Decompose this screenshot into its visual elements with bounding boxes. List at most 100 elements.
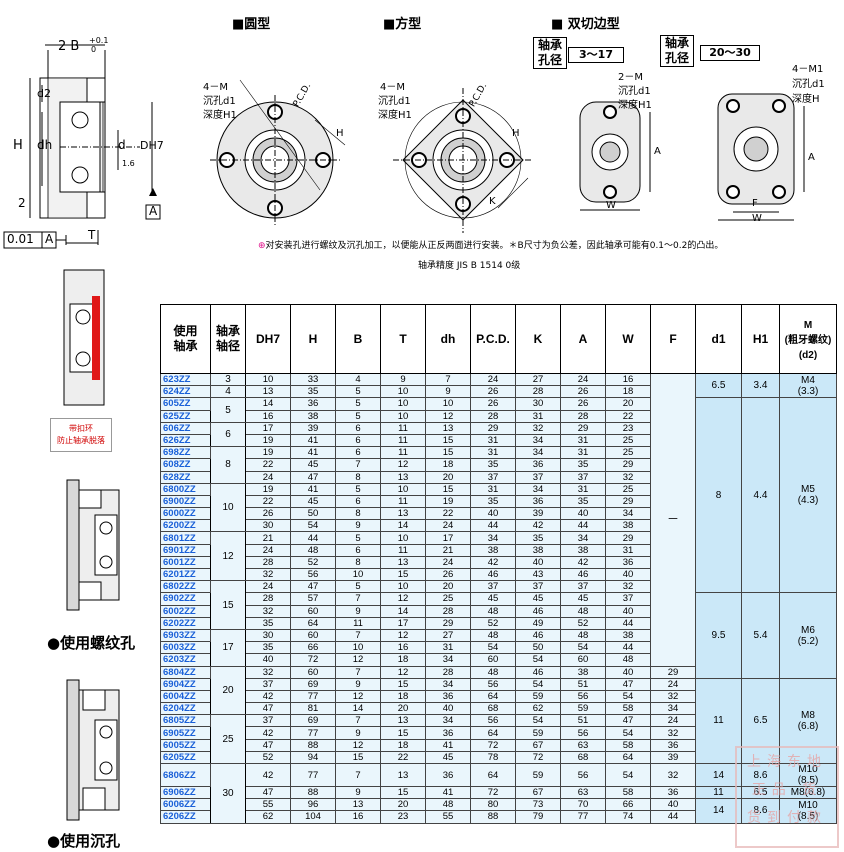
table-cell: 64 (290, 616, 336, 630)
table-cell: 40 (650, 798, 696, 812)
table-cell: 6 (335, 446, 381, 460)
table-cell: 38 (605, 519, 651, 533)
square-d1-label: 沉孔d1 (378, 96, 411, 107)
table-cell: 52 (470, 616, 516, 630)
table-cell: 69 (290, 677, 336, 691)
table-cell: 605ZZ (160, 397, 211, 411)
table-cell: 58 (605, 738, 651, 752)
table-cell: 6901ZZ (160, 543, 211, 557)
col-a: A (560, 304, 606, 374)
table-cell: 52 (245, 750, 291, 765)
table-cell: 35 (560, 458, 606, 472)
col-f: F (650, 304, 696, 374)
col-k: K (515, 304, 561, 374)
table-cell: 6905ZZ (160, 726, 211, 740)
table-cell: 18 (605, 385, 651, 399)
table-cell: 72 (470, 785, 516, 800)
table-cell: 37 (245, 714, 291, 728)
table-cell: 54 (470, 641, 516, 655)
table-cell: 6203ZZ (160, 653, 211, 667)
table-cell: 47 (290, 580, 336, 594)
table-cell: 6006ZZ (160, 798, 211, 812)
table-cell: 24 (470, 372, 516, 387)
table-cell: 94 (290, 750, 336, 765)
table-cell: 23 (605, 421, 651, 435)
table-cell: 7 (335, 592, 381, 606)
table-cell: 21 (425, 543, 471, 557)
table-cell: 68 (470, 702, 516, 716)
table-cell: 68 (560, 750, 606, 765)
table-cell: 77 (290, 726, 336, 740)
table-cell: 7 (335, 714, 381, 728)
table-cell: 15 (380, 726, 426, 740)
table-cell: 64 (470, 689, 516, 704)
dim-b-tol-plus: +0.1 (89, 36, 109, 45)
table-cell: 6002ZZ (160, 604, 211, 618)
table-cell: 35 (245, 641, 291, 655)
table-cell: 8.6 (741, 798, 780, 824)
table-cell: 5 (335, 482, 381, 496)
table-cell: 48 (605, 653, 651, 667)
table-cell: 28 (515, 385, 561, 399)
table-cell: 66 (290, 641, 336, 655)
table-cell: 88 (470, 810, 516, 824)
table-cell: 59 (560, 702, 606, 716)
table-cell: 24 (425, 555, 471, 570)
table-cell: 50 (290, 507, 336, 521)
table-cell: 29 (605, 458, 651, 472)
table-cell: 36 (650, 785, 696, 800)
table-cell: 54 (515, 714, 561, 728)
table-cell: 49 (515, 616, 561, 630)
table-cell: 56 (290, 567, 336, 582)
table-cell: 64 (470, 763, 516, 787)
table-cell: 62 (515, 702, 561, 716)
dc-small-w-label: W (606, 200, 616, 211)
table-cell: 46 (515, 665, 561, 679)
table-cell: 9 (335, 785, 381, 800)
table-cell: 23 (380, 810, 426, 824)
table-cell: 6 (335, 494, 381, 509)
table-cell: 9 (380, 372, 426, 387)
table-cell: 69 (290, 714, 336, 728)
table-cell: 31 (470, 446, 516, 460)
table-cell: 6000ZZ (160, 507, 211, 521)
table-cell: 32 (245, 604, 291, 618)
table-cell: 56 (560, 689, 606, 704)
table-cell: 46 (560, 567, 606, 582)
table-cell: 14 (335, 702, 381, 716)
dim-1-6-label: 1.6 (122, 159, 135, 168)
table-cell: 41 (425, 785, 471, 800)
table-cell: 31 (605, 543, 651, 557)
table-cell: 625ZZ (160, 409, 211, 423)
table-cell: 39 (290, 421, 336, 435)
table-cell: 20 (605, 397, 651, 411)
table-cell: 8 (695, 397, 742, 594)
table-cell: 11 (380, 446, 426, 460)
table-cell: 7 (335, 763, 381, 787)
table-cell: 37 (515, 580, 561, 594)
note-line-1: ⊕对安装孔进行螺纹及沉孔加工，以便能从正反两面进行安装。＊B尺寸为负公差，因此轴… (258, 241, 724, 251)
table-cell: 6202ZZ (160, 616, 211, 630)
col-m: M (粗牙螺纹) (d2) (779, 304, 837, 374)
col-dh: dh (425, 304, 471, 374)
table-cell: 45 (290, 458, 336, 472)
table-cell: 45 (515, 592, 561, 606)
table-cell: 81 (290, 702, 336, 716)
table-cell: 15 (380, 677, 426, 691)
table-cell: 40 (605, 567, 651, 582)
dc-large-a-label: A (808, 152, 815, 163)
dim-d2-label: d2 (37, 87, 51, 100)
table-cell: 39 (515, 507, 561, 521)
table-cell: 41 (290, 482, 336, 496)
table-cell: 34 (515, 433, 561, 448)
table-cell: 11 (335, 616, 381, 630)
table-cell: 34 (470, 531, 516, 545)
